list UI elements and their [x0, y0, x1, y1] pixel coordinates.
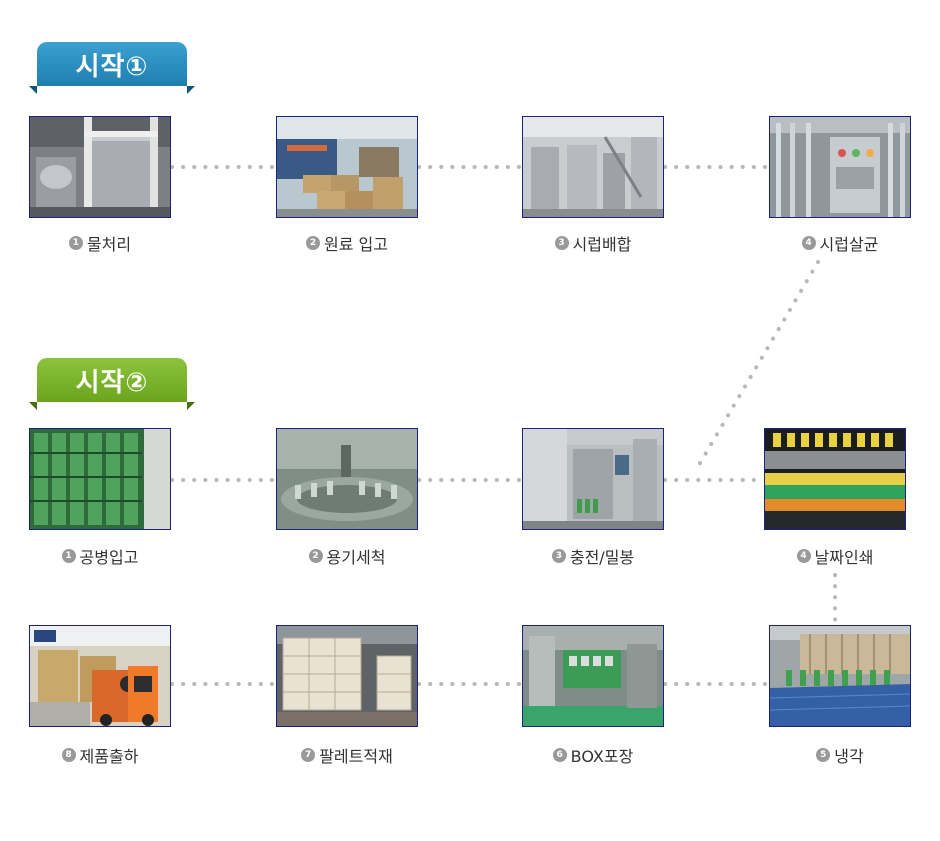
- photo-syrup-mixing: [522, 116, 664, 218]
- banner-fold: [187, 86, 195, 94]
- step-number-badge: 4: [796, 549, 811, 563]
- photo-raw-material-receiving: [276, 116, 418, 218]
- connector-syrup-to-filling: [694, 260, 820, 472]
- step-label-text: 물처리: [86, 235, 132, 254]
- photo-cooling: [769, 625, 911, 727]
- step-label-text: 날짜인쇄: [814, 548, 874, 567]
- step-label-pallet-stacking: 7 팔레트적재: [276, 744, 418, 766]
- step-number-badge: 2: [306, 236, 321, 250]
- step-number-badge: 2: [308, 549, 323, 563]
- step-label-text: 원료 입고: [324, 235, 388, 254]
- step-label-date-printing: 4 날짜인쇄: [764, 545, 906, 567]
- step-number-badge: 4: [801, 236, 816, 250]
- step-number-badge: 3: [554, 236, 569, 250]
- step-label-box-packing: 6 BOX포장: [522, 744, 664, 766]
- step-label-product-shipping: 8 제품출하: [29, 744, 171, 766]
- step-label-text: 충전/밀봉: [569, 548, 635, 567]
- step-label-empty-bottle: 1 공병입고: [29, 545, 171, 567]
- photo-water-treatment: [29, 116, 171, 218]
- photo-product-shipping: [29, 625, 171, 727]
- photo-box-packing: [522, 625, 664, 727]
- step-label-filling-sealing: 3 충전/밀봉: [522, 545, 664, 567]
- start-1-banner: 시작①: [29, 42, 195, 94]
- banner-fold: [29, 402, 37, 410]
- step-number-badge: 1: [61, 549, 76, 563]
- photo-syrup-sterilization: [769, 116, 911, 218]
- step-label-text: 공병입고: [79, 548, 139, 567]
- step-label-text: 시럽배합: [572, 235, 632, 254]
- step-label-text: 시럽살균: [819, 235, 879, 254]
- photo-empty-bottle-receiving: [29, 428, 171, 530]
- start-1-title: 시작①: [75, 51, 149, 82]
- step-label-syrup-sterilization: 4 시럽살균: [769, 232, 911, 254]
- step-number-badge: 5: [816, 748, 831, 762]
- start-2-banner: 시작②: [29, 358, 195, 410]
- step-label-text: 냉각: [834, 747, 864, 766]
- photo-container-washing: [276, 428, 418, 530]
- step-label-cooling: 5 냉각: [769, 744, 911, 766]
- step-label-text: 팔레트적재: [319, 747, 393, 766]
- step-label-raw-material: 2 원료 입고: [276, 232, 418, 254]
- step-number-badge: 1: [68, 236, 83, 250]
- step-label-syrup-mixing: 3 시럽배합: [522, 232, 664, 254]
- photo-filling-sealing: [522, 428, 664, 530]
- banner-fold: [187, 402, 195, 410]
- step-label-water-treatment: 1 물처리: [29, 232, 171, 254]
- photo-pallet-stacking: [276, 625, 418, 727]
- start-2-title: 시작②: [75, 367, 149, 398]
- step-number-badge: 7: [301, 748, 316, 762]
- photo-date-printing: [764, 428, 906, 530]
- step-label-text: 용기세척: [326, 548, 386, 567]
- step-label-text: 제품출하: [79, 747, 139, 766]
- step-number-badge: 3: [551, 549, 566, 563]
- step-label-text: BOX포장: [570, 747, 634, 766]
- step-label-container-washing: 2 용기세척: [276, 545, 418, 567]
- step-number-badge: 6: [552, 748, 567, 762]
- banner-fold: [29, 86, 37, 94]
- step-number-badge: 8: [61, 748, 76, 762]
